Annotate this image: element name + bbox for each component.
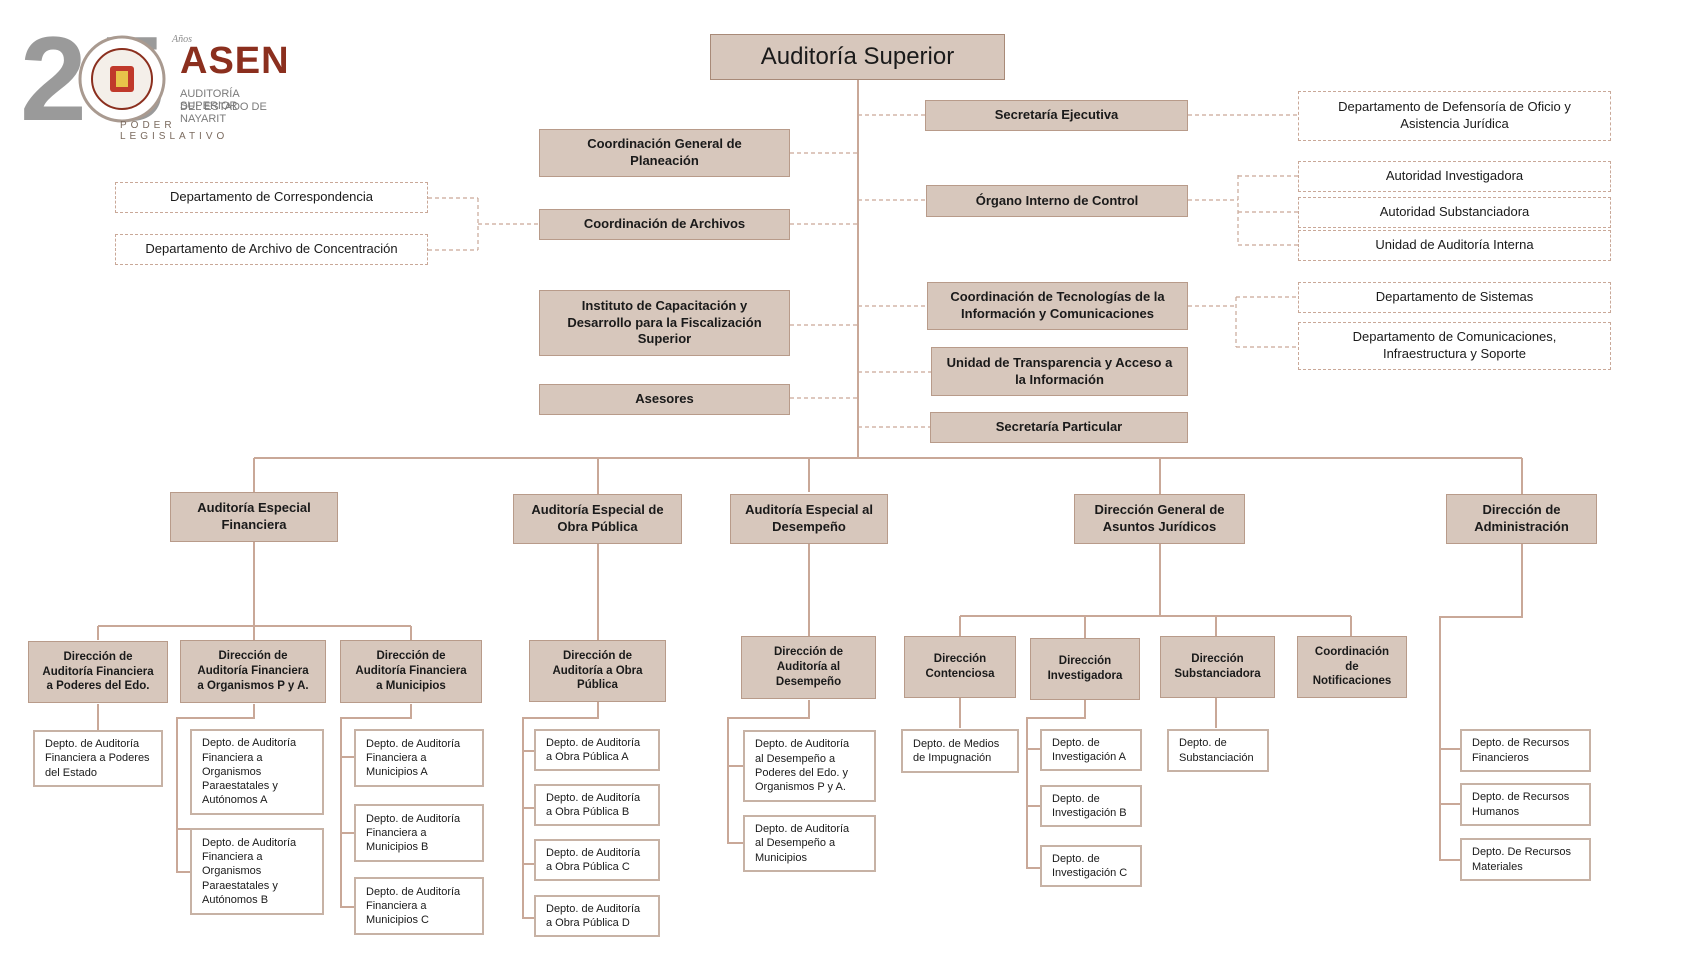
node-depto-investigacion-c: Depto. de Investigación C bbox=[1040, 845, 1142, 887]
node-depto-desempeno-municipios: Depto. de Auditoría al Desempeño a Munic… bbox=[743, 815, 876, 872]
node-dir-contenciosa: Dirección Contenciosa bbox=[904, 636, 1016, 698]
node-ae-obra-publica: Auditoría Especial de Obra Pública bbox=[513, 494, 682, 544]
node-coord-planeacion: Coordinación General de Planeación bbox=[539, 129, 790, 177]
asen-logo: 2 5 Años ASEN AUDITORÍA SUPERIOR DEL EST… bbox=[20, 8, 290, 146]
svg-text:2: 2 bbox=[20, 12, 87, 133]
node-dir-af-organismos: Dirección de Auditoría Financiera a Orga… bbox=[180, 640, 326, 703]
node-ae-financiera: Auditoría Especial Financiera bbox=[170, 492, 338, 542]
node-depto-correspondencia: Departamento de Correspondencia bbox=[115, 182, 428, 213]
node-coord-tecnologias: Coordinación de Tecnologías de la Inform… bbox=[927, 282, 1188, 330]
logo-anios: Años bbox=[172, 34, 192, 45]
node-unidad-auditoria-interna: Unidad de Auditoría Interna bbox=[1298, 230, 1611, 261]
logo-line2: DEL ESTADO DE NAYARIT bbox=[180, 101, 267, 125]
node-defensoria: Departamento de Defensoría de Oficio y A… bbox=[1298, 91, 1611, 141]
node-dir-investigadora: Dirección Investigadora bbox=[1030, 638, 1140, 700]
node-dir-af-poderes: Dirección de Auditoría Financiera a Pode… bbox=[28, 641, 168, 703]
node-depto-investigacion-a: Depto. de Investigación A bbox=[1040, 729, 1142, 771]
node-organo-interno: Órgano Interno de Control bbox=[926, 185, 1188, 217]
node-depto-investigacion-b: Depto. de Investigación B bbox=[1040, 785, 1142, 827]
node-auditoria-superior: Auditoría Superior bbox=[710, 34, 1005, 80]
node-dir-desempeno: Dirección de Auditoría al Desempeño bbox=[741, 636, 876, 699]
node-depto-af-municipios-c: Depto. de Auditoría Financiera a Municip… bbox=[354, 877, 484, 935]
node-dir-administracion: Dirección de Administración bbox=[1446, 494, 1597, 544]
node-depto-af-poderes: Depto. de Auditoría Financiera a Poderes… bbox=[33, 730, 163, 787]
node-instituto-capacitacion: Instituto de Capacitación y Desarrollo p… bbox=[539, 290, 790, 356]
node-unidad-transparencia: Unidad de Transparencia y Acceso a la In… bbox=[931, 347, 1188, 396]
node-depto-comunicaciones: Departamento de Comunicaciones, Infraest… bbox=[1298, 322, 1611, 370]
logo-line1: AUDITORÍA SUPERIOR bbox=[180, 88, 240, 112]
node-depto-obra-a: Depto. de Auditoría a Obra Pública A bbox=[534, 729, 660, 771]
node-depto-obra-d: Depto. de Auditoría a Obra Pública D bbox=[534, 895, 660, 937]
node-coord-archivos: Coordinación de Archivos bbox=[539, 209, 790, 240]
node-dir-obra-publica: Dirección de Auditoría a Obra Pública bbox=[529, 640, 666, 702]
node-depto-obra-c: Depto. de Auditoría a Obra Pública C bbox=[534, 839, 660, 881]
node-depto-desempeno-poderes: Depto. de Auditoría al Desempeño a Poder… bbox=[743, 730, 876, 802]
node-depto-medios-impugnacion: Depto. de Medios de Impugnación bbox=[901, 729, 1019, 773]
node-ae-desempeno: Auditoría Especial al Desempeño bbox=[730, 494, 888, 544]
node-asesores: Asesores bbox=[539, 384, 790, 415]
node-dg-asuntos-juridicos: Dirección General de Asuntos Jurídicos bbox=[1074, 494, 1245, 544]
node-depto-af-municipios-b: Depto. de Auditoría Financiera a Municip… bbox=[354, 804, 484, 862]
logo-line3: PODER LEGISLATIVO bbox=[120, 120, 229, 142]
node-depto-af-municipios-a: Depto. de Auditoría Financiera a Municip… bbox=[354, 729, 484, 787]
node-depto-obra-b: Depto. de Auditoría a Obra Pública B bbox=[534, 784, 660, 826]
node-depto-af-organismos-a: Depto. de Auditoría Financiera a Organis… bbox=[190, 729, 324, 815]
node-depto-archivo-concentracion: Departamento de Archivo de Concentración bbox=[115, 234, 428, 265]
node-depto-af-organismos-b: Depto. de Auditoría Financiera a Organis… bbox=[190, 828, 324, 915]
logo-emblem-icon: 2 5 bbox=[20, 12, 166, 146]
node-coord-notificaciones: Coordinación de Notificaciones bbox=[1297, 636, 1407, 698]
node-autoridad-investigadora: Autoridad Investigadora bbox=[1298, 161, 1611, 192]
node-depto-recursos-materiales: Depto. De Recursos Materiales bbox=[1460, 838, 1591, 881]
node-depto-substanciacion: Depto. de Substanciación bbox=[1167, 729, 1269, 772]
logo-brand: ASEN bbox=[180, 40, 290, 82]
node-autoridad-substanciadora: Autoridad Substanciadora bbox=[1298, 197, 1611, 228]
node-secretaria-ejecutiva: Secretaría Ejecutiva bbox=[925, 100, 1188, 131]
node-depto-recursos-humanos: Depto. de Recursos Humanos bbox=[1460, 783, 1591, 826]
node-secretaria-particular: Secretaría Particular bbox=[930, 412, 1188, 443]
node-dir-substanciadora: Dirección Substanciadora bbox=[1160, 636, 1275, 698]
node-depto-sistemas: Departamento de Sistemas bbox=[1298, 282, 1611, 313]
node-dir-af-municipios: Dirección de Auditoría Financiera a Muni… bbox=[340, 640, 482, 703]
node-depto-recursos-financieros: Depto. de Recursos Financieros bbox=[1460, 729, 1591, 772]
